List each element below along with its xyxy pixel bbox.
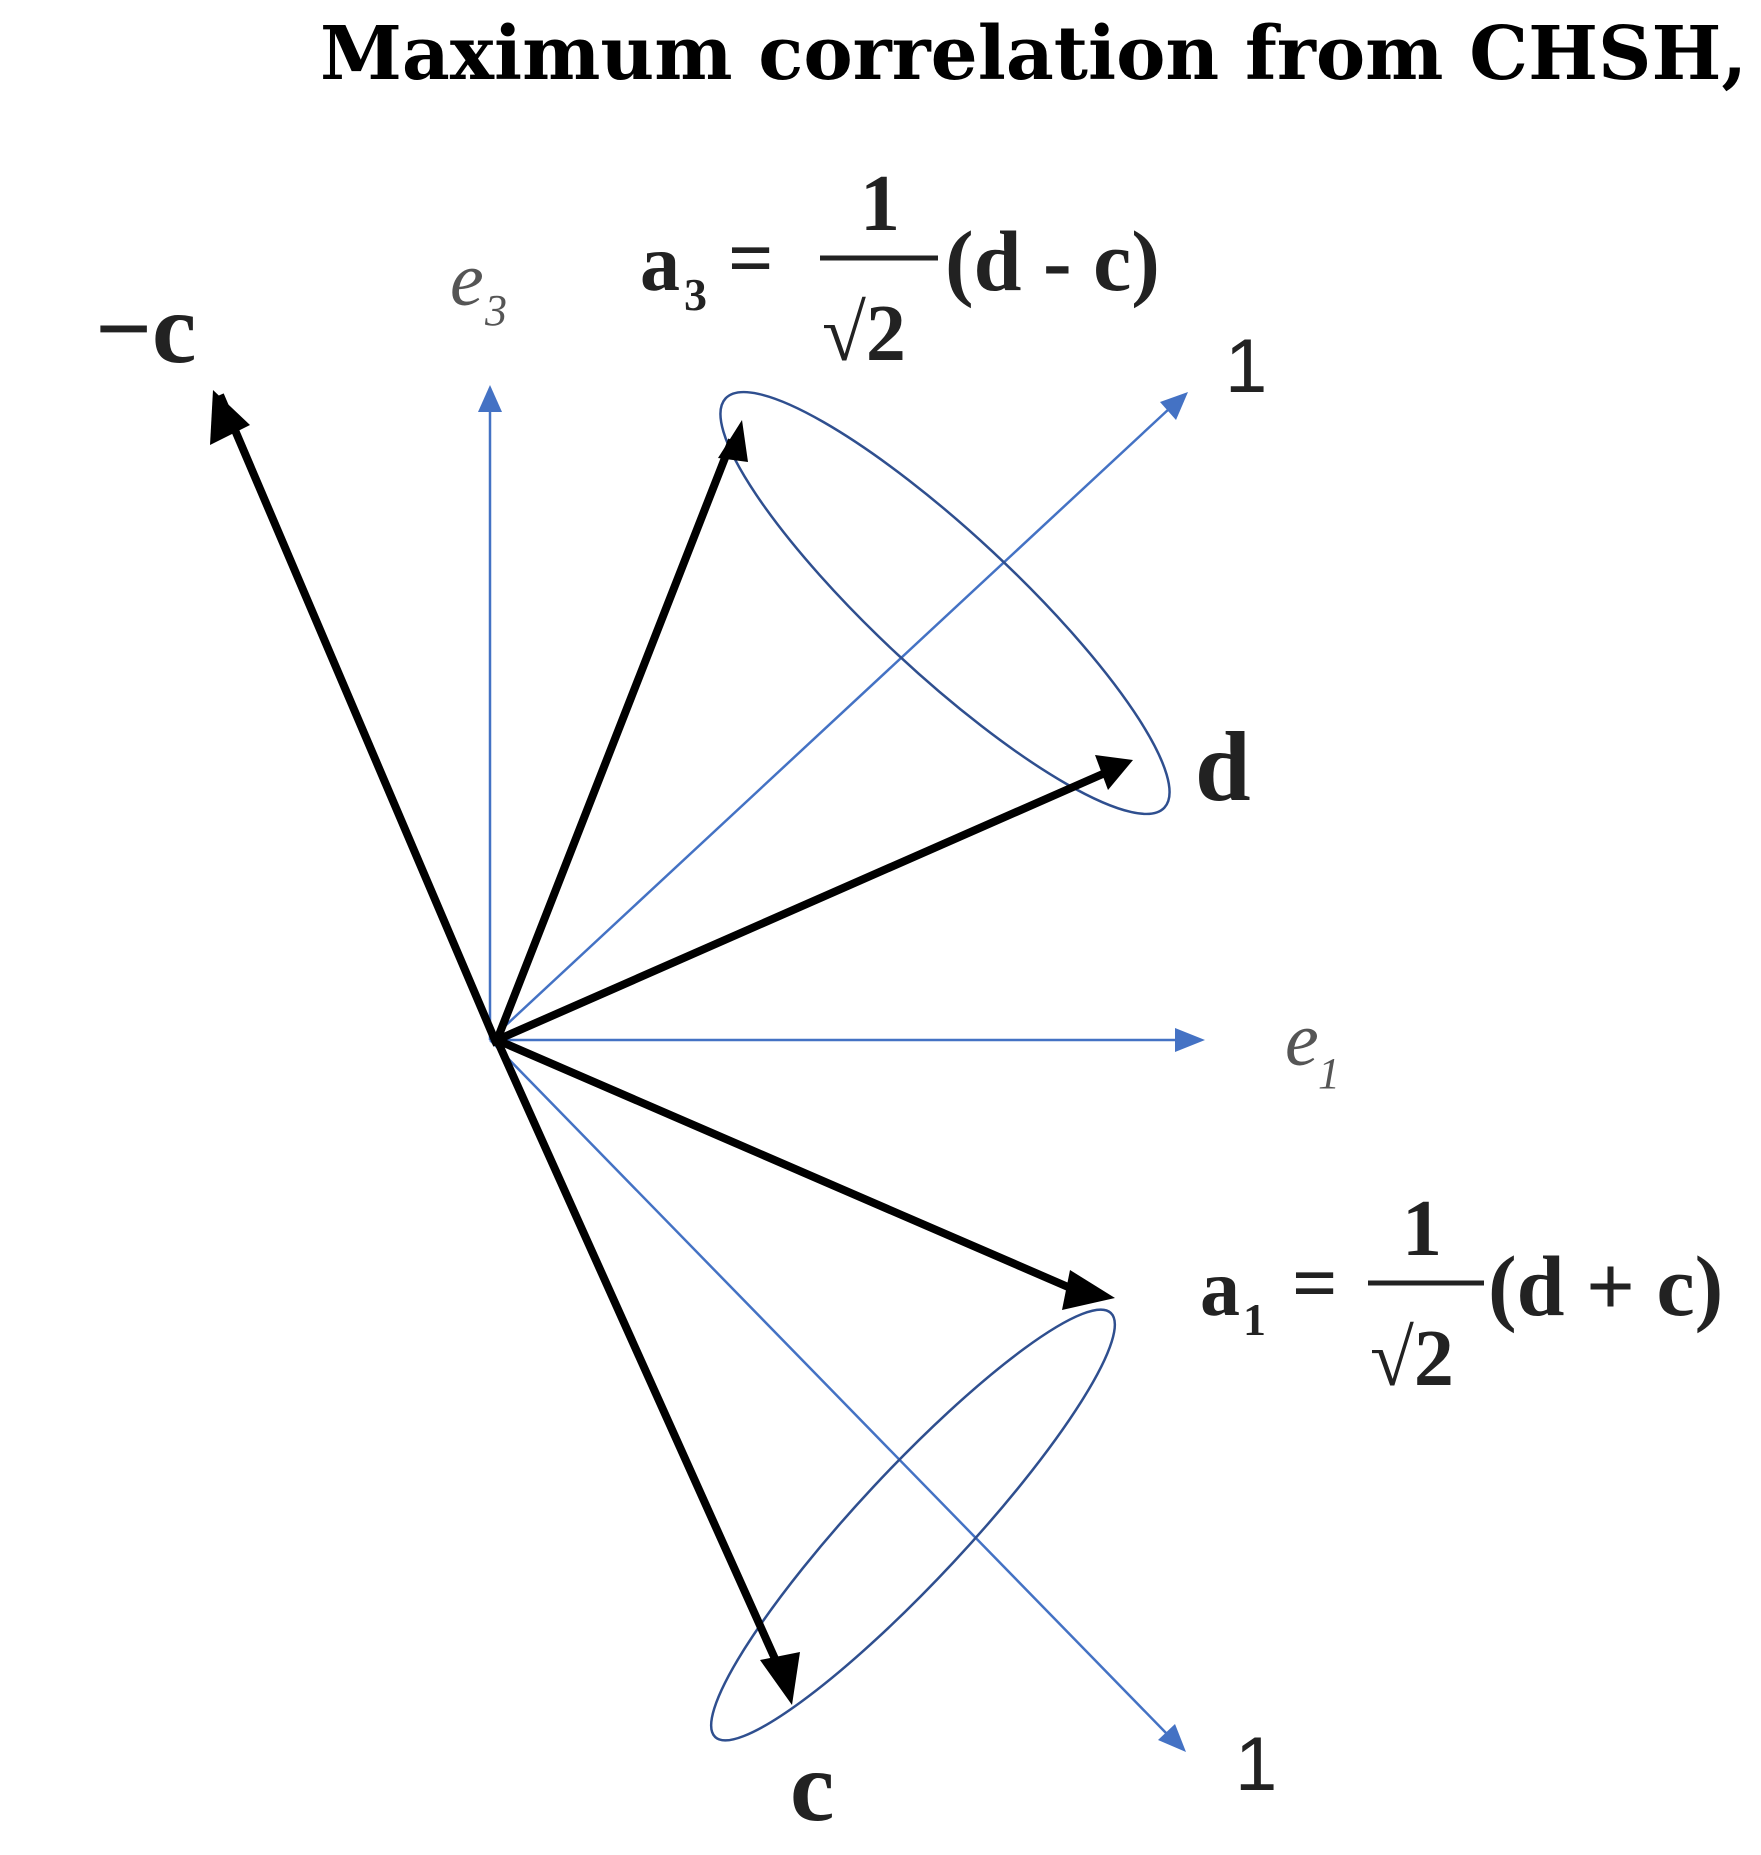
vector-d <box>495 769 1107 1044</box>
eq-a3-numerator: 1 <box>860 160 900 248</box>
equation-a1: a 1 = 1 √2 (d + c) <box>1200 1185 1723 1403</box>
lower-cone-ellipse <box>709 1308 1117 1742</box>
cones <box>709 390 1171 1742</box>
upper-cone-ellipse <box>719 390 1171 816</box>
label-axis1-bottom: 1 <box>1235 1722 1277 1807</box>
e3-axis-arrowhead <box>478 385 502 412</box>
label-e1-sub: 1 <box>1318 1049 1340 1098</box>
eq-a3-radical: √2 <box>822 290 906 378</box>
eq-a3-symbol: a <box>640 220 680 308</box>
eq-a3-sub: 3 <box>684 269 707 320</box>
label-e1: e <box>1285 998 1319 1082</box>
vector-c-arrowhead <box>760 1652 800 1705</box>
vector-d-arrowhead <box>1095 755 1133 790</box>
eq-a1-sub: 1 <box>1243 1294 1266 1345</box>
page-title: Maximum correlation from CHSH, <box>320 11 1748 97</box>
e1-axis-arrowhead <box>1175 1028 1205 1052</box>
label-d: d <box>1195 711 1251 822</box>
eq-a1-equals: = <box>1292 1240 1338 1328</box>
eq-a3-equals: = <box>728 215 774 303</box>
eq-a1-symbol: a <box>1200 1245 1240 1333</box>
vector-c <box>493 1038 784 1672</box>
label-c: c <box>790 1731 834 1842</box>
equation-a3: a 3 = 1 √2 (d - c) <box>640 160 1160 378</box>
diagonal-axis-bottom-arrowhead <box>1158 1724 1186 1752</box>
diagonal-axis-top-arrowhead <box>1160 392 1188 420</box>
eq-a1-radical: √2 <box>1370 1315 1454 1403</box>
axes <box>478 385 1205 1752</box>
vector-a3-arrowhead <box>718 420 748 462</box>
eq-a1-numerator: 1 <box>1402 1185 1442 1273</box>
vectors <box>210 390 1133 1705</box>
diagonal-axis-bottom <box>489 1039 1169 1736</box>
vector-a1 <box>495 1036 1077 1294</box>
eq-a3-paren: (d - c) <box>945 213 1160 309</box>
eq-a1-paren: (d + c) <box>1488 1238 1723 1334</box>
label-neg-c: −c <box>95 273 196 384</box>
labels: −c e 3 1 d e 1 c 1 <box>95 238 1340 1842</box>
label-e3: e <box>450 238 484 322</box>
vector-a1-arrowhead <box>1062 1270 1115 1310</box>
label-axis1-top: 1 <box>1225 324 1267 409</box>
vector-neg-c <box>216 393 501 1047</box>
vector-neg-c-arrowhead <box>210 390 250 445</box>
diagonal-axis-top <box>489 407 1171 1041</box>
label-e3-sub: 3 <box>484 286 507 335</box>
vector-a3 <box>493 438 736 1042</box>
